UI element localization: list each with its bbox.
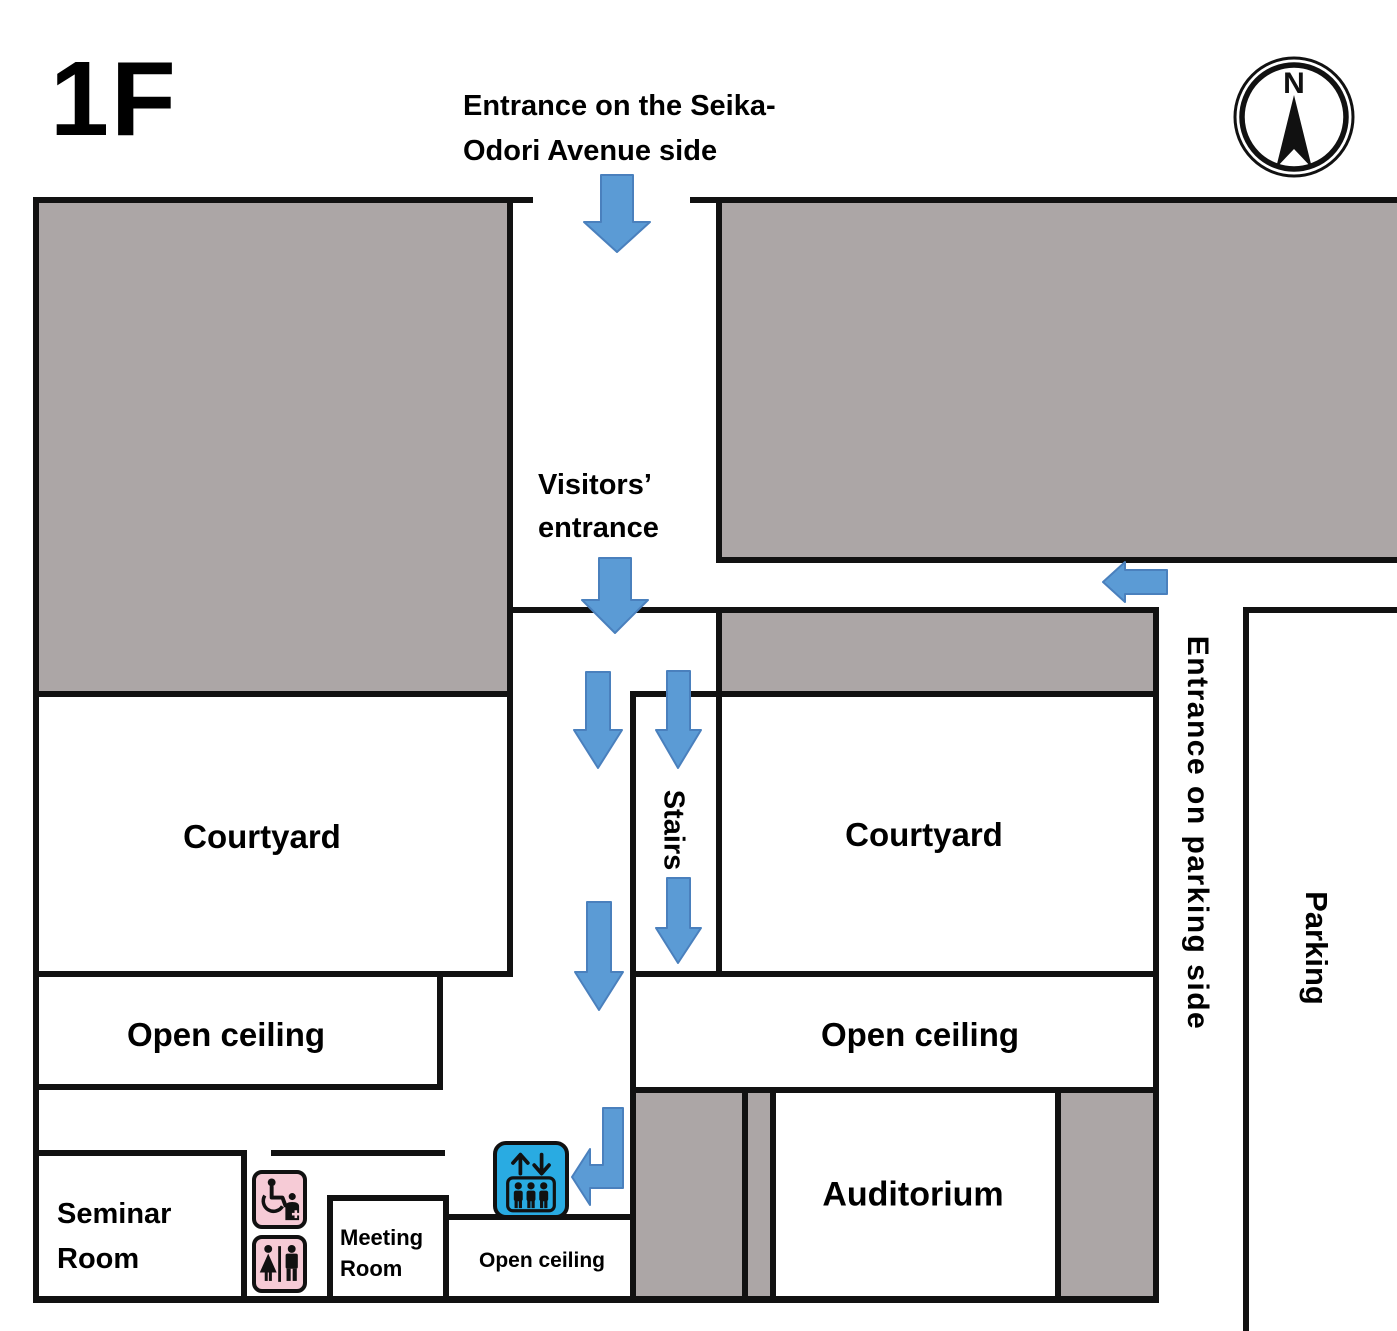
- room-label-seminar: Seminar Room: [57, 1192, 171, 1282]
- building-block-bottom-2: [745, 1087, 773, 1299]
- room-label-stairs: Stairs: [657, 789, 690, 871]
- room-label-open-ceiling-bottom: Open ceiling: [478, 1249, 606, 1272]
- wall-right-building-bottom: [716, 557, 1397, 563]
- elevator-icon: [493, 1141, 569, 1219]
- parking-label: Parking: [1299, 891, 1334, 1005]
- arrow-stairs-upper: [655, 670, 702, 769]
- wall-meeting-right: [443, 1195, 449, 1302]
- arrow-parking-entrance: [1102, 561, 1168, 603]
- wall-open-ceiling-left-bottom: [33, 1084, 443, 1090]
- wall-vestibule-bottom: [507, 607, 1159, 613]
- wall-auditorium-right: [1055, 1087, 1061, 1299]
- wall-top-right-building-top: [690, 197, 1397, 203]
- wall-stairs-left-column: [630, 694, 636, 1299]
- wall-left-building-bottom: [33, 691, 513, 697]
- wall-gray-col-divider: [742, 1087, 748, 1299]
- arrow-corridor-lower: [574, 901, 624, 1011]
- wall-stairs-right: [716, 607, 722, 977]
- wall-meeting-left: [327, 1195, 333, 1302]
- wall-main-right: [1153, 607, 1159, 1302]
- wall-mid-partition: [271, 1150, 445, 1156]
- wall-seminar-top: [33, 1150, 247, 1156]
- wall-seminar-right: [241, 1153, 247, 1302]
- compass-north-icon: N: [1232, 55, 1356, 179]
- accessible-restroom-icon: [252, 1170, 307, 1229]
- wall-courtyard-right-bottom: [630, 971, 1159, 977]
- arrow-stairs-lower: [655, 877, 702, 964]
- room-label-courtyard-right: Courtyard: [845, 816, 1003, 853]
- arrow-entrance-top: [583, 174, 651, 253]
- entrance-seika-line2: Odori Avenue side: [463, 135, 718, 167]
- arrow-corridor-upper: [573, 671, 623, 769]
- entrance-parking-label: Entrance on parking side: [1181, 635, 1214, 1031]
- arrow-visitors-entrance: [581, 557, 649, 634]
- building-block-bottom-1: [630, 1087, 745, 1299]
- entrance-seika-label: Entrance on the Seika- Odori Avenue side: [463, 84, 776, 174]
- compass-north-letter: N: [1283, 67, 1305, 100]
- floor-label: 1F: [50, 40, 178, 158]
- arrow-to-elevator: [571, 1107, 624, 1206]
- wall-parking-vertical: [1243, 607, 1249, 1331]
- room-label-meeting: Meeting Room: [340, 1222, 423, 1284]
- building-top-left: [33, 197, 513, 697]
- room-label-auditorium: Auditorium: [822, 1175, 1004, 1214]
- visitors-entrance-line2: entrance: [538, 512, 659, 544]
- wall-strip-bottom-stairs-top: [630, 691, 1159, 697]
- room-label-courtyard-left: Courtyard: [183, 818, 341, 855]
- entrance-seika-line1: Entrance on the Seika-: [463, 90, 776, 122]
- visitors-entrance-line1: Visitors’: [538, 469, 652, 501]
- building-strip-mid-right: [716, 607, 1159, 697]
- visitors-entrance-label: Visitors’ entrance: [538, 464, 659, 550]
- building-block-bottom-right: [1055, 1087, 1159, 1299]
- wall-courtyard-left-bottom: [33, 971, 513, 977]
- compass-needle: [1276, 95, 1312, 168]
- wall-outer-left: [33, 197, 39, 1302]
- room-label-open-ceiling-left: Open ceiling: [126, 1016, 326, 1053]
- wall-outer-bottom: [33, 1296, 1159, 1303]
- seminar-line2: Room: [57, 1243, 140, 1275]
- meeting-line1: Meeting: [340, 1225, 424, 1250]
- wall-parking-top: [1243, 607, 1397, 613]
- wall-top-left-building-top: [33, 197, 533, 203]
- wall-open-ceiling-left-right: [437, 971, 443, 1090]
- wall-auditorium-left: [770, 1087, 776, 1299]
- room-label-open-ceiling-right: Open ceiling: [820, 1016, 1020, 1053]
- wall-left-building-right: [507, 197, 513, 977]
- building-top-right: [716, 197, 1397, 563]
- seminar-line1: Seminar: [57, 1198, 172, 1230]
- wall-open-ceiling-right-bottom: [630, 1087, 1159, 1093]
- restroom-icon: [252, 1235, 307, 1293]
- wall-meeting-top: [327, 1195, 449, 1201]
- meeting-line2: Room: [340, 1256, 403, 1281]
- wall-right-building-left: [716, 197, 722, 563]
